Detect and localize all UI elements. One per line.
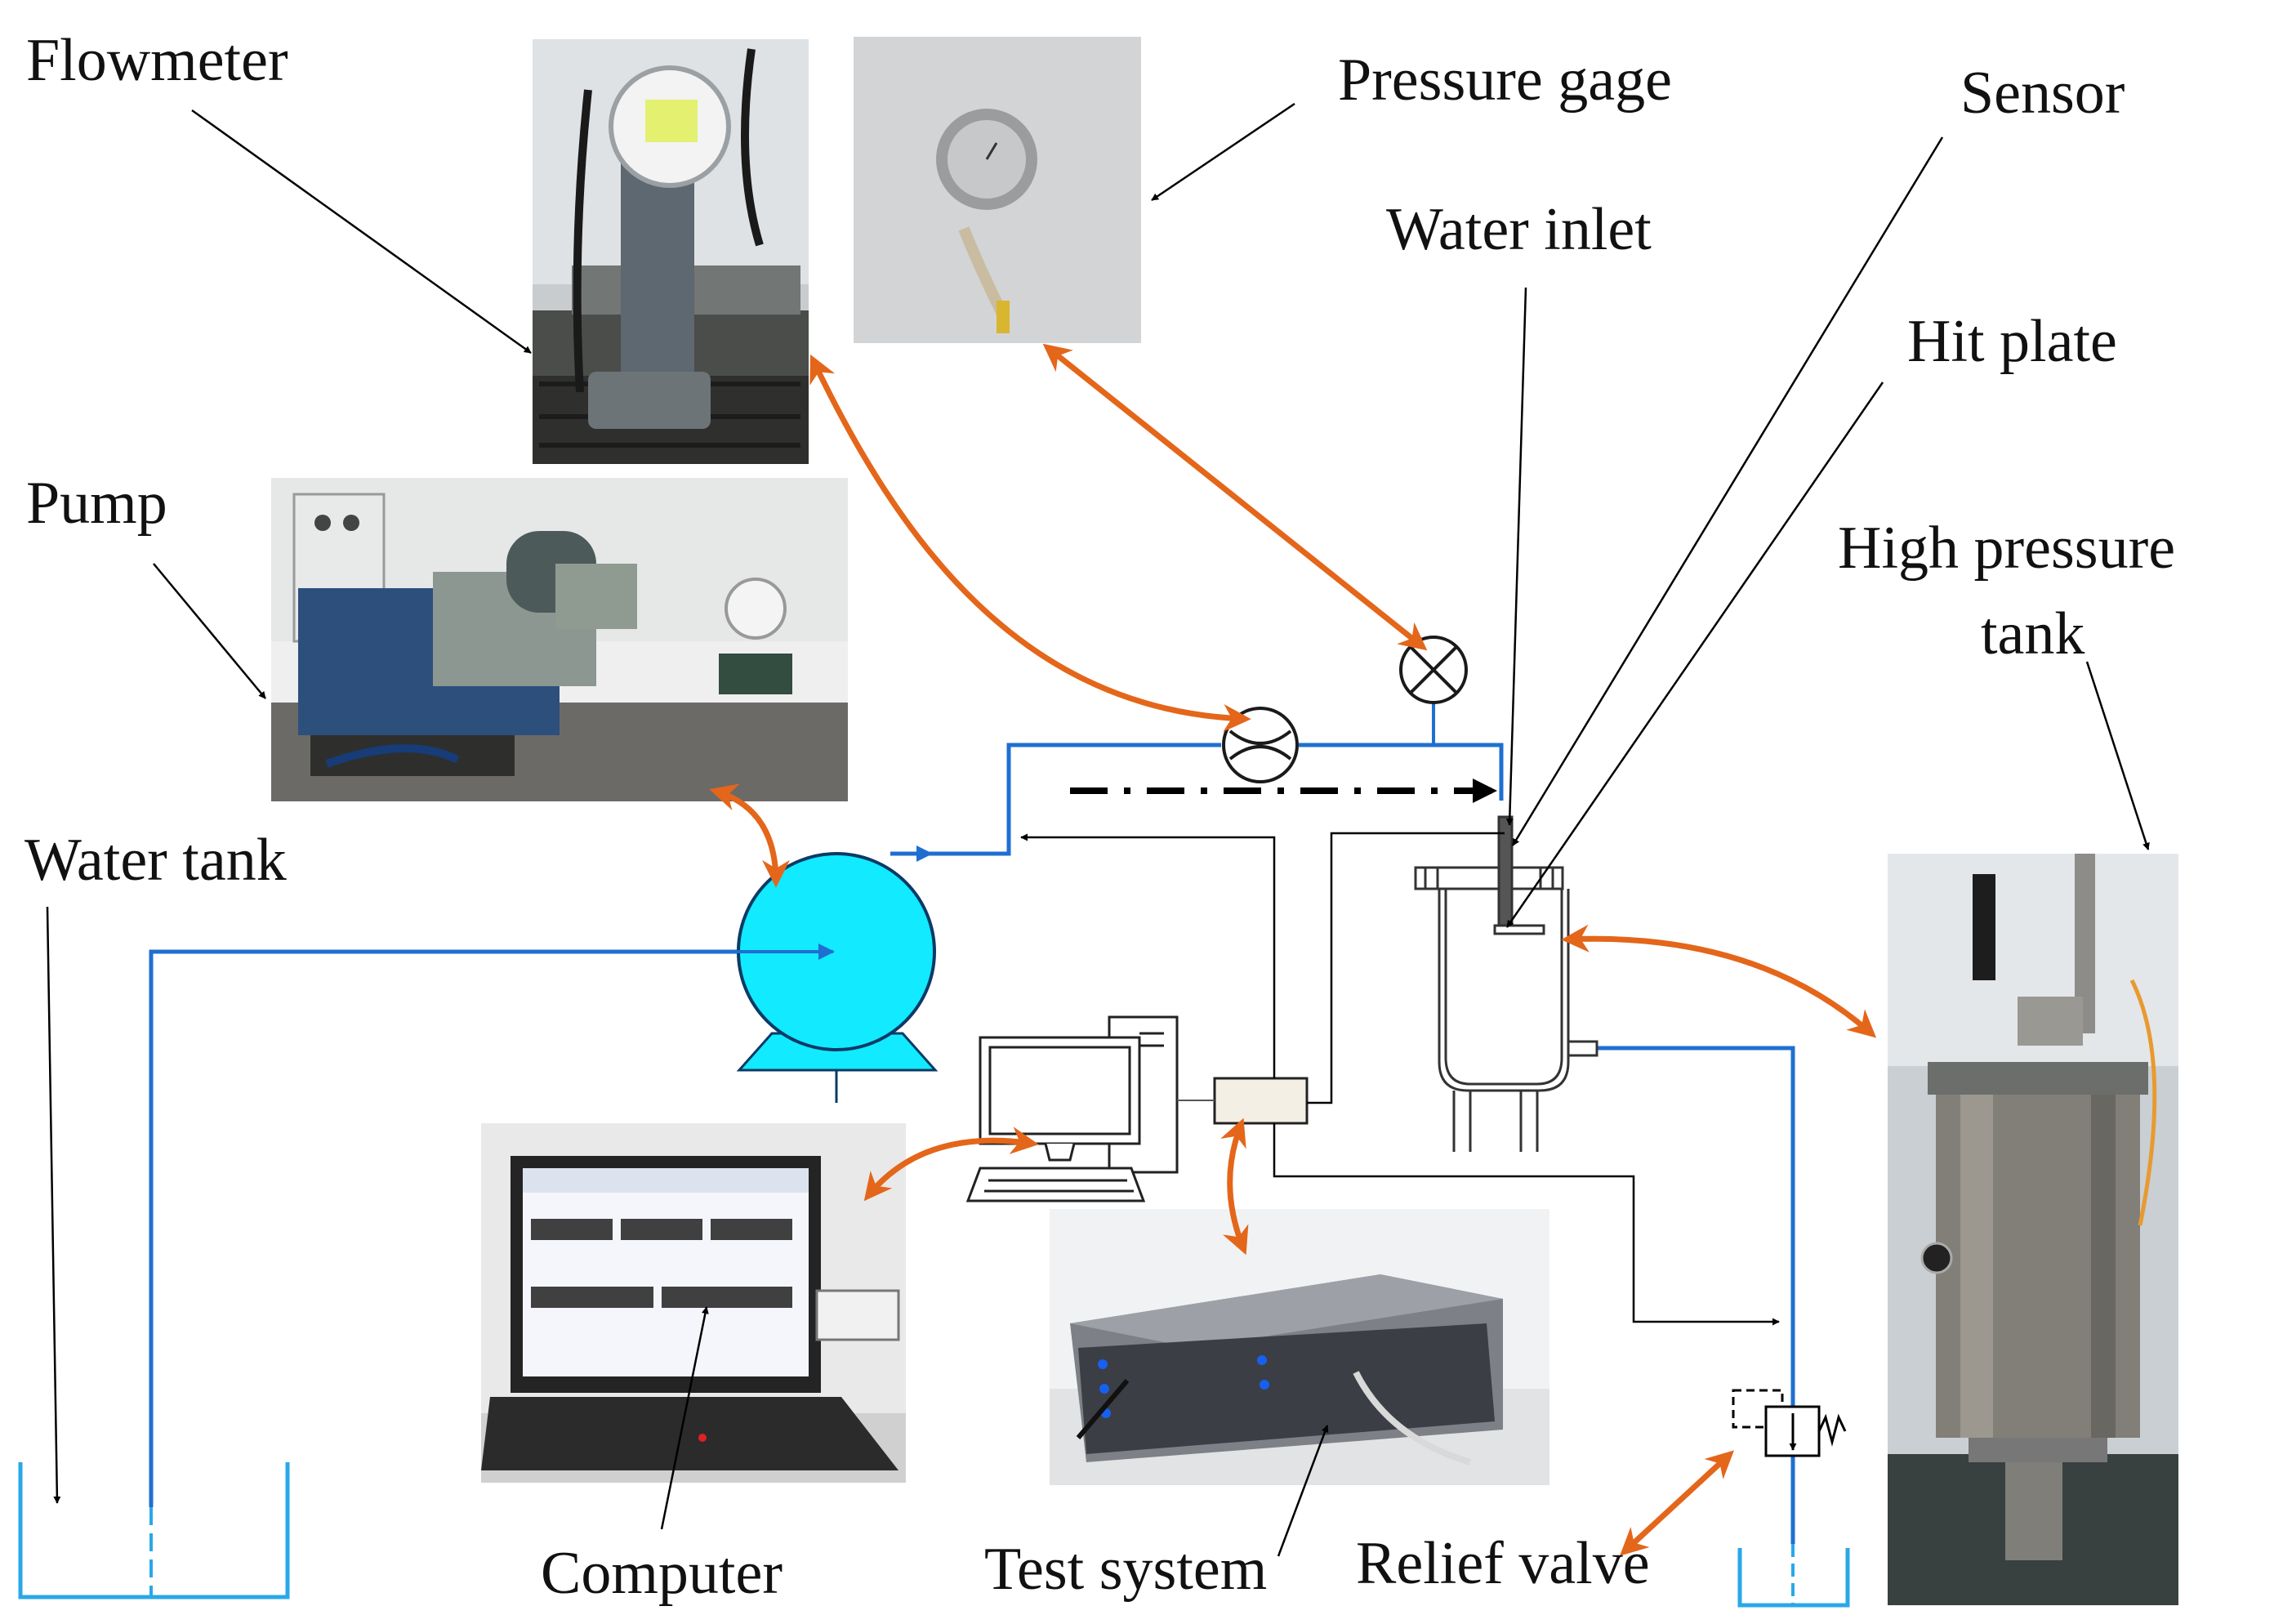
pipe-tank-to-pump bbox=[149, 949, 827, 1507]
leader-test-system bbox=[1277, 1425, 1329, 1557]
high-pressure-tank-photo bbox=[1888, 854, 2178, 1605]
link-pressure-gage bbox=[1042, 343, 1428, 651]
water-tank-left bbox=[18, 1462, 290, 1599]
leader-sensor bbox=[1511, 136, 1944, 846]
link-pump bbox=[709, 783, 790, 888]
pump-photo bbox=[271, 478, 848, 801]
signal-to-sensor bbox=[1307, 832, 1505, 1104]
computer-label: Computer bbox=[541, 1540, 783, 1607]
pressure-gage-label: Pressure gage bbox=[1338, 47, 1672, 114]
link-test-system bbox=[1220, 1118, 1249, 1256]
flowmeter-photo bbox=[533, 39, 809, 464]
relief-valve-symbol-icon bbox=[1732, 1389, 1847, 1457]
signal-to-pipe bbox=[1020, 833, 1276, 1078]
leader-pressure-gage bbox=[1151, 102, 1295, 202]
pressure-tank-symbol-icon bbox=[1414, 815, 1598, 1152]
leader-flowmeter bbox=[191, 109, 532, 355]
leader-pump bbox=[153, 563, 266, 699]
sensor-label: Sensor bbox=[1960, 60, 2125, 127]
leader-hit-plate bbox=[1505, 381, 1884, 928]
hit-plate-label: Hit plate bbox=[1907, 308, 2117, 375]
flowmeter-label: Flowmeter bbox=[26, 27, 288, 94]
pressure-gage-symbol-icon bbox=[1399, 636, 1468, 745]
leader-water-inlet bbox=[1505, 287, 1527, 826]
leader-high-pressure-tank bbox=[2085, 661, 2150, 850]
high-pressure-tank-label-line1: High pressure bbox=[1838, 515, 2175, 582]
pump-icon bbox=[736, 852, 939, 1103]
pump-label: Pump bbox=[26, 470, 167, 537]
water-tank-label: Water tank bbox=[25, 827, 287, 894]
test-system-photo bbox=[1050, 1209, 1549, 1485]
relief-valve-label: Relief valve bbox=[1356, 1530, 1650, 1597]
daq-box bbox=[1213, 1077, 1309, 1125]
test-system-label: Test system bbox=[984, 1536, 1267, 1603]
link-relief-valve bbox=[1620, 1450, 1734, 1556]
water-inlet-label: Water inlet bbox=[1386, 196, 1652, 263]
pipe-pump-outlet bbox=[890, 743, 1221, 856]
pipe-tank-outlet bbox=[1597, 1046, 1795, 1544]
high-pressure-tank-label-line2: tank bbox=[1981, 600, 2084, 667]
link-computer bbox=[863, 1127, 1039, 1202]
pressure-gage-photo bbox=[854, 37, 1141, 343]
leader-computer bbox=[660, 1306, 709, 1530]
computer-photo bbox=[481, 1123, 906, 1483]
leader-water-tank bbox=[46, 906, 61, 1504]
link-flowmeter bbox=[809, 354, 1251, 732]
signal-to-relief-valve bbox=[1273, 1123, 1780, 1326]
computer-icon bbox=[965, 1015, 1179, 1202]
link-pressure-tank bbox=[1561, 924, 1877, 1038]
